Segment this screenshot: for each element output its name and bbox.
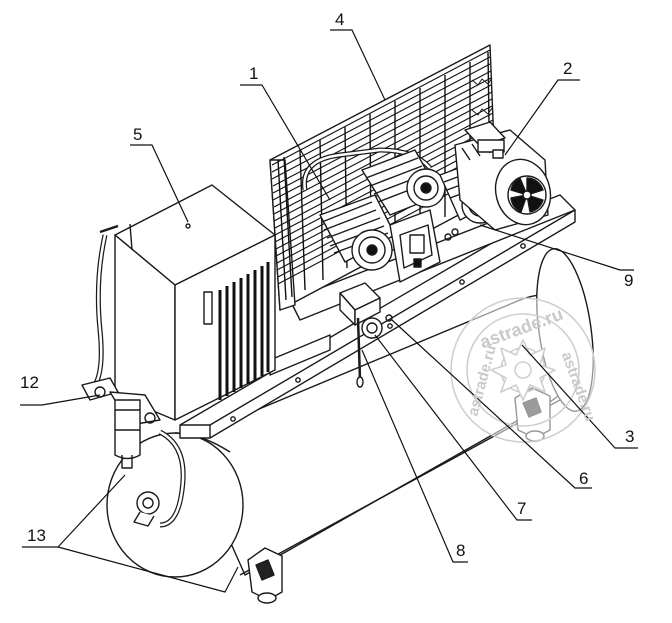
callout-7: 7 <box>517 499 527 518</box>
refrigerated-dryer <box>99 184 276 421</box>
drain-fitting <box>133 491 160 527</box>
cylinder-center <box>361 149 446 216</box>
callout-4: 4 <box>335 10 345 29</box>
cylinder-left <box>319 194 396 271</box>
pressure-gauge <box>361 314 393 339</box>
callout-8: 8 <box>456 541 466 560</box>
callout-5: 5 <box>133 125 143 144</box>
callout-2: 2 <box>563 59 573 78</box>
pressure-switch <box>339 282 381 388</box>
callout-3: 3 <box>625 427 635 446</box>
callout-1: 1 <box>249 64 259 83</box>
callout-13: 13 <box>27 526 46 545</box>
callout-12: 12 <box>20 373 39 392</box>
motor-terminal-box <box>464 121 506 159</box>
electric-motor <box>454 121 552 231</box>
callout-6: 6 <box>579 469 589 488</box>
air-hose <box>92 234 186 528</box>
callout-9: 9 <box>624 271 634 290</box>
watermark-seal <box>450 297 596 443</box>
line-filter <box>81 377 161 469</box>
tank-foot-front <box>247 547 283 604</box>
leader-lines <box>20 29 638 593</box>
